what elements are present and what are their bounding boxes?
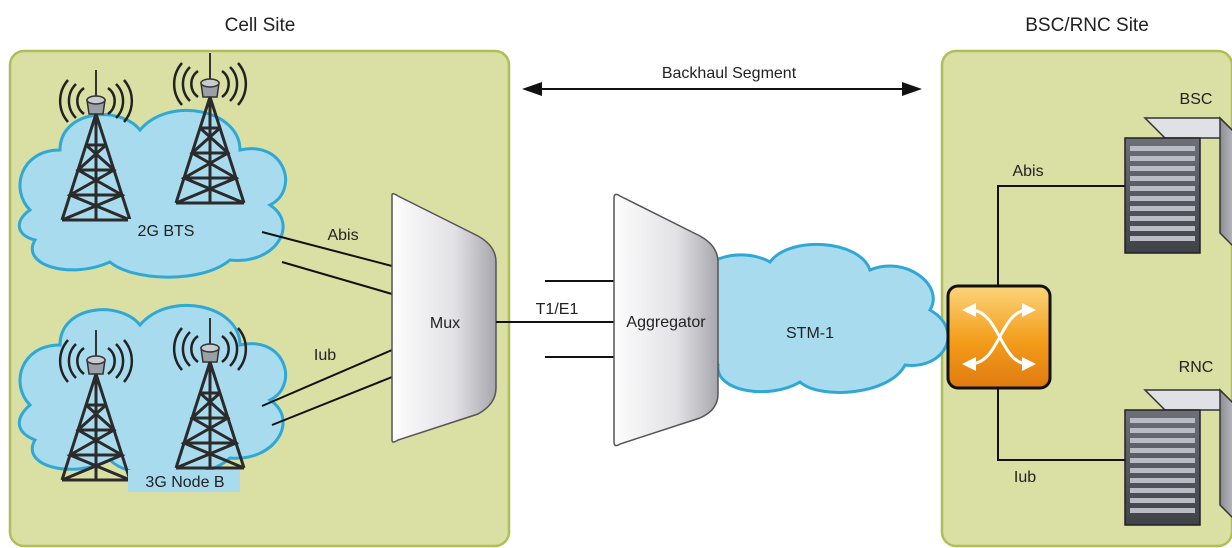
backhaul-segment-arrow [522, 82, 922, 96]
t1e1-label: T1/E1 [536, 301, 579, 318]
backhaul-segment-label: Backhaul Segment [662, 65, 797, 82]
iub-right-label: Iub [1014, 469, 1036, 486]
iub-left-label: Iub [314, 347, 336, 364]
mux-node [391, 192, 497, 443]
aggregator-label: Aggregator [626, 314, 706, 331]
bts-2g-label: 2G BTS [138, 223, 195, 240]
abis-left-label: Abis [327, 227, 358, 244]
stm1-cloud [691, 242, 950, 394]
iub-links [261, 349, 393, 426]
switch-icon [946, 284, 1052, 390]
nodeb-label-bg [128, 470, 240, 492]
bsc-label: BSC [1180, 91, 1213, 108]
abis-right-label: Abis [1012, 163, 1043, 180]
bts-label-bg [128, 219, 204, 241]
mux-label: Mux [430, 315, 460, 332]
node-b-3g-label: 3G Node B [145, 474, 224, 491]
bsc-rnc-links [997, 185, 1128, 461]
aggregator-node [613, 193, 719, 447]
cell-site-title: Cell Site [225, 15, 296, 36]
rnc-label: RNC [1179, 359, 1214, 376]
bsc-rnc-site-title: BSC/RNC Site [1025, 15, 1149, 36]
abis-links [261, 231, 393, 295]
stm1-label: STM-1 [786, 325, 834, 342]
